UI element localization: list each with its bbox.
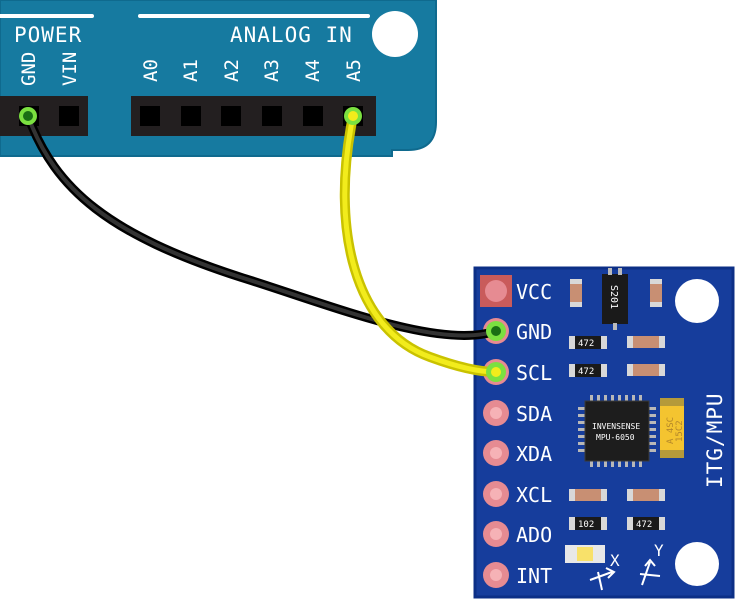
status-led xyxy=(565,545,605,563)
mpu-pin-label-gnd: GND xyxy=(516,320,552,344)
axis-y-label: Y xyxy=(654,541,664,560)
chip-body xyxy=(584,400,650,462)
pin-label-a4: A4 xyxy=(302,59,324,82)
resistor-label-2: 472 xyxy=(578,367,594,377)
mpu-mount-hole-top xyxy=(675,279,719,323)
arduino-board: POWER ANALOG IN GND VIN A0 A1 A2 A3 A4 A… xyxy=(0,0,437,157)
chip-label-model: MPU-6050 xyxy=(596,433,635,442)
socket-a4[interactable] xyxy=(303,106,323,126)
voltage-regulator: S201 xyxy=(602,268,628,330)
pin-label-a1: A1 xyxy=(180,59,202,82)
smd-capacitors xyxy=(569,279,665,501)
mpu-pin-label-xda: XDA xyxy=(516,442,552,466)
resistor-472-c: 472 xyxy=(627,517,665,530)
mpu-pin-label-vcc: VCC xyxy=(516,280,552,304)
board-title: ITG/MPU xyxy=(703,392,727,488)
resistor-472-b: 472 xyxy=(569,364,607,377)
arduino-mount-hole xyxy=(372,11,418,57)
pin-label-gnd: GND xyxy=(18,52,40,86)
pad-vcc-dot xyxy=(485,280,507,302)
analog-header xyxy=(131,96,376,136)
socket-vin[interactable] xyxy=(59,106,79,126)
power-label: POWER xyxy=(14,23,82,47)
pin-label-a0: A0 xyxy=(140,59,162,82)
chip-pins xyxy=(578,395,656,467)
wire-yellow-scl[interactable] xyxy=(339,111,501,377)
resistor-label-4: 472 xyxy=(636,520,652,530)
pin-label-vin: VIN xyxy=(59,52,81,86)
pin-label-a3: A3 xyxy=(261,59,283,82)
pin-label-a2: A2 xyxy=(221,59,243,82)
tantalum-label-1: A 4SC xyxy=(666,417,676,444)
wire-black-gnd[interactable] xyxy=(23,111,501,341)
x-axis-icon xyxy=(589,567,616,591)
socket-a3[interactable] xyxy=(262,106,282,126)
mpu-pin-label-xcl: XCL xyxy=(516,483,552,507)
pad-holes xyxy=(490,407,502,581)
socket-a2[interactable] xyxy=(221,106,241,126)
mpu-pin-label-sda: SDA xyxy=(516,402,552,426)
resistor-label-1: 472 xyxy=(578,339,594,349)
y-axis-icon xyxy=(639,558,661,586)
pin-label-a5: A5 xyxy=(343,59,365,82)
resistor-102: 102 xyxy=(569,517,607,530)
tantalum-label-2: 15C2 xyxy=(675,420,685,442)
mpu-pin-label-scl: SCL xyxy=(516,361,552,385)
chip-label-brand: INVENSENSE xyxy=(592,422,640,431)
socket-a0[interactable] xyxy=(140,106,160,126)
mpu-pin-label-int: INT xyxy=(516,564,552,588)
axis-markers xyxy=(589,558,661,591)
axis-x-label: X xyxy=(610,551,620,570)
tantalum-capacitor: A 4SC 15C2 xyxy=(660,398,685,458)
socket-a1[interactable] xyxy=(181,106,201,126)
regulator-label: S201 xyxy=(608,285,619,309)
mpu6050-chip: INVENSENSE MPU-6050 xyxy=(578,395,656,467)
wire-ends xyxy=(19,107,506,382)
resistor-472-a: 472 xyxy=(569,336,607,349)
mpu6050-board: VCC GND SCL SDA XDA XCL ADO INT S2 xyxy=(473,266,735,599)
analog-in-label: ANALOG IN xyxy=(230,23,353,47)
resistor-label-3: 102 xyxy=(578,520,594,530)
mpu-pin-label-ado: ADO xyxy=(516,523,552,547)
mpu-mount-hole-bottom xyxy=(675,542,719,586)
